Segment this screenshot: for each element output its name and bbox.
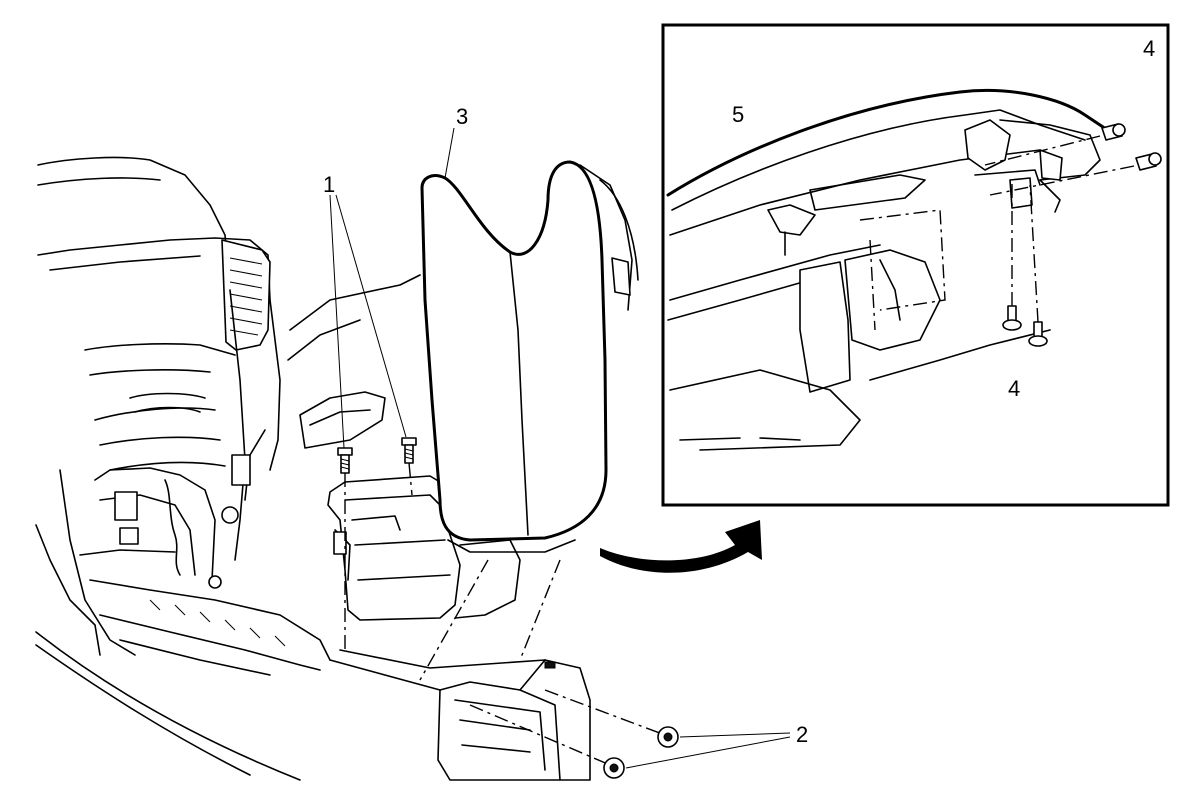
rear-console-bracket	[329, 649, 591, 781]
bolt-1-left	[337, 447, 353, 474]
door-trim-background	[287, 164, 639, 449]
nut-2-upper	[657, 726, 679, 748]
bolt-1-right	[401, 437, 417, 464]
screw-4-upper-right-centerline	[989, 165, 1135, 196]
armrest-lid-underside	[666, 88, 1117, 451]
callout-2: 2	[796, 722, 808, 747]
screw-4-upper-left	[1101, 123, 1126, 141]
storage-compartment	[327, 475, 521, 621]
console-floor-left	[35, 467, 331, 781]
callout-5: 5	[732, 102, 744, 127]
callout-4-bottom: 4	[1008, 376, 1020, 401]
bolt-1-right-centerline	[408, 462, 413, 496]
nut-2-upper-centerline	[544, 689, 666, 736]
callout-3: 3	[456, 104, 468, 129]
lid-centerline-a	[419, 559, 489, 681]
screw-4-upper-right	[1135, 152, 1162, 171]
callout-1: 1	[323, 172, 335, 197]
center-stack	[229, 289, 281, 561]
screw-4-lower-right-centerline	[1029, 184, 1039, 323]
detail-inset	[661, 23, 1170, 507]
air-vent	[221, 239, 271, 351]
armrest-lid	[420, 160, 608, 553]
lid-centerline-b	[519, 559, 561, 661]
screw-4-upper-left-centerline	[984, 135, 1101, 166]
instrument-panel	[37, 156, 271, 471]
inset-centerline-a	[859, 209, 946, 311]
inset-centerline-b	[869, 239, 876, 331]
nut-2-lower	[603, 757, 625, 779]
callout-4-top: 4	[1143, 36, 1155, 61]
detail-arrow	[600, 520, 762, 573]
